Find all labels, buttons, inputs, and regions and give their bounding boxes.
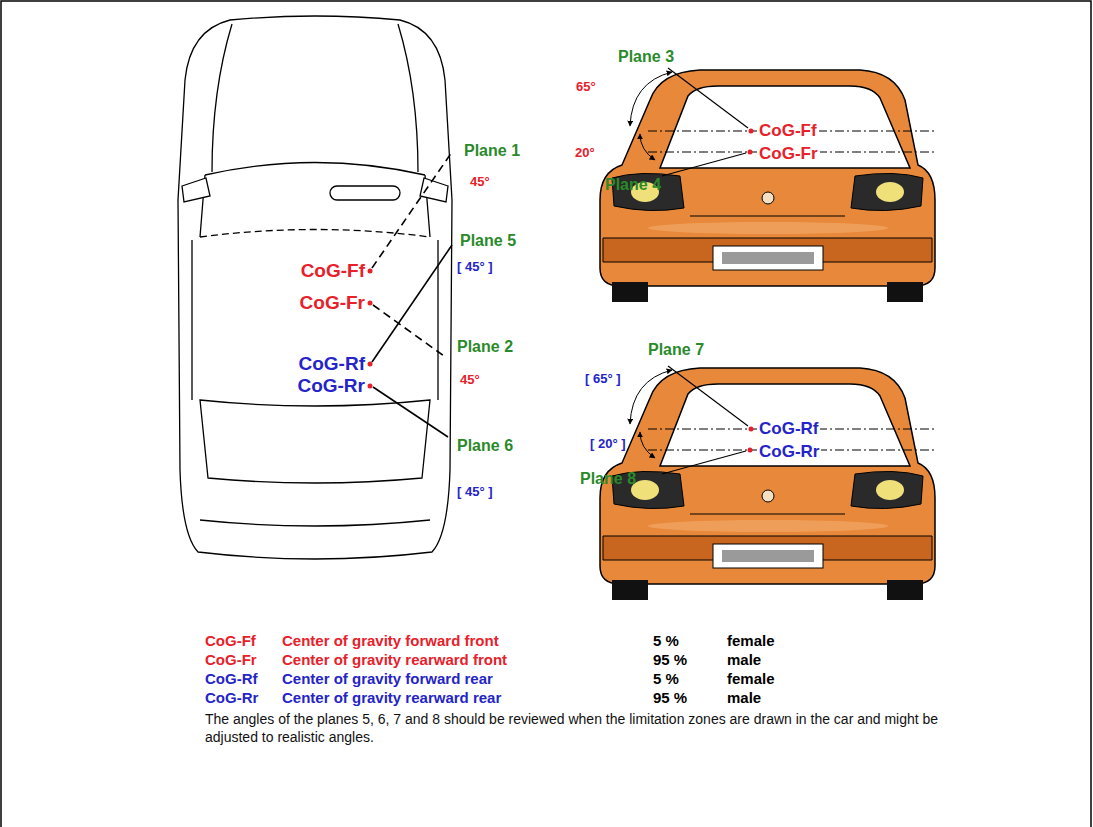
legend-sex: female bbox=[727, 670, 775, 687]
cog-label: CoG-Fr bbox=[757, 144, 820, 164]
legend-sex: male bbox=[727, 689, 761, 706]
cog-label: CoG-Ff bbox=[301, 260, 365, 282]
legend-percentile: 5 % bbox=[653, 670, 679, 687]
angle-label: 45° bbox=[470, 175, 490, 190]
cog-label: CoG-Fr bbox=[300, 292, 365, 314]
plane-label: Plane 5 bbox=[460, 232, 516, 250]
angle-label: [ 45° ] bbox=[457, 485, 493, 500]
legend-abbreviation: CoG-Rr bbox=[205, 689, 258, 706]
angle-label: 45° bbox=[460, 373, 480, 388]
legend-percentile: 5 % bbox=[653, 632, 679, 649]
cog-dots bbox=[368, 269, 373, 389]
legend-description: Center of gravity rearward front bbox=[282, 651, 507, 668]
plane-label: Plane 3 bbox=[618, 48, 674, 66]
legend-sex: female bbox=[727, 632, 775, 649]
legend-percentile: 95 % bbox=[653, 689, 687, 706]
rear-view-car-rear bbox=[600, 366, 935, 600]
legend-abbreviation: CoG-Fr bbox=[205, 651, 257, 668]
cog-label: CoG-Rf bbox=[757, 419, 820, 439]
angle-label: 20° bbox=[575, 146, 595, 161]
cog-label: CoG-Rr bbox=[757, 442, 821, 462]
plane-label: Plane 6 bbox=[457, 437, 513, 455]
plane-label: Plane 4 bbox=[605, 176, 661, 194]
cog-label: CoG-Rf bbox=[299, 353, 365, 375]
legend-description: Center of gravity forward front bbox=[282, 632, 499, 649]
plane-lines bbox=[372, 152, 452, 437]
cog-label: CoG-Rr bbox=[297, 375, 365, 397]
legend-description: Center of gravity rearward rear bbox=[282, 689, 501, 706]
cog-label: CoG-Ff bbox=[757, 121, 819, 141]
note-text: The angles of the planes 5, 6, 7 and 8 s… bbox=[205, 710, 975, 746]
top-view-car bbox=[178, 16, 452, 559]
plane-label: Plane 8 bbox=[580, 470, 636, 488]
plane-label: Plane 7 bbox=[648, 341, 704, 359]
legend-description: Center of gravity forward rear bbox=[282, 670, 493, 687]
legend-abbreviation: CoG-Rf bbox=[205, 670, 258, 687]
plane-label: Plane 1 bbox=[464, 142, 520, 160]
angle-label: [ 45° ] bbox=[457, 260, 493, 275]
legend-percentile: 95 % bbox=[653, 651, 687, 668]
angle-label: 65° bbox=[576, 80, 596, 95]
plane-label: Plane 2 bbox=[457, 338, 513, 356]
angle-label: [ 20° ] bbox=[590, 437, 626, 452]
angle-label: [ 65° ] bbox=[585, 372, 621, 387]
legend-abbreviation: CoG-Ff bbox=[205, 632, 256, 649]
rear-view-car-front bbox=[600, 68, 935, 302]
legend-sex: male bbox=[727, 651, 761, 668]
